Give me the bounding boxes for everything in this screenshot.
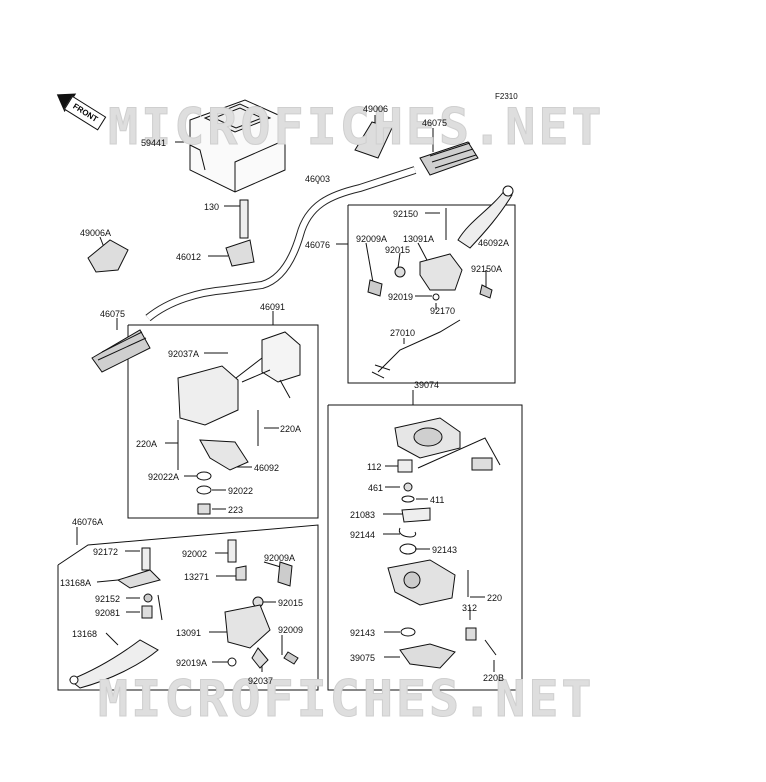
label-92150: 92150: [393, 209, 419, 219]
label-92172: 92172: [93, 547, 119, 557]
label-59441: 59441: [141, 138, 167, 148]
label-312: 312: [462, 603, 478, 613]
label-92002: 92002: [182, 549, 208, 559]
label-46076A: 46076A: [72, 517, 104, 527]
cable-27010: [377, 319, 461, 373]
label-130: 130: [204, 202, 220, 212]
label-92152: 92152: [95, 594, 121, 604]
clamp-46012: [225, 239, 255, 267]
label-46092: 46092: [254, 463, 280, 473]
lever-13168: [69, 639, 159, 689]
label-411: 411: [430, 495, 445, 505]
grip-46075-left: [91, 329, 151, 373]
label-92144: 92144: [350, 530, 376, 540]
label-49006: 49006: [363, 104, 389, 114]
label-92037: 92037: [248, 676, 274, 686]
label-220A-right: 220A: [280, 424, 302, 434]
cover-59441: [189, 99, 286, 193]
figure-code: F2310: [495, 92, 518, 101]
watermark-top: MICROFICHES.NET: [108, 98, 605, 157]
label-46075-left: 46075: [100, 309, 126, 319]
box-46091: [127, 324, 319, 519]
label-49006A: 49006A: [80, 228, 112, 238]
box-39074: [327, 404, 523, 691]
label-92009A-top: 92009A: [356, 234, 388, 244]
label-112: 112: [367, 462, 382, 472]
label-92081: 92081: [95, 608, 121, 618]
label-46091: 46091: [260, 302, 286, 312]
label-46075-right: 46075: [422, 118, 448, 128]
label-92019A: 92019A: [176, 658, 208, 668]
label-92019: 92019: [388, 292, 414, 302]
label-13091: 13091: [176, 628, 202, 638]
label-92022A: 92022A: [148, 472, 180, 482]
part-49006A: [87, 239, 129, 273]
label-92009A-bottom: 92009A: [264, 553, 296, 563]
label-39074: 39074: [414, 380, 440, 390]
bolt-130: [239, 199, 249, 239]
lever-39075: [399, 643, 456, 669]
label-46012: 46012: [176, 252, 202, 262]
label-46003: 46003: [305, 174, 331, 184]
label-21083: 21083: [350, 510, 376, 520]
grip-46075-right: [419, 141, 479, 176]
label-92009: 92009: [278, 625, 304, 635]
label-92022: 92022: [228, 486, 254, 496]
label-92143-bottom: 92143: [350, 628, 376, 638]
label-46076: 46076: [305, 240, 331, 250]
label-13168A: 13168A: [60, 578, 92, 588]
lever-46092A: [457, 189, 513, 249]
label-92015-bottom: 92015: [278, 598, 304, 608]
box-46076: [347, 204, 516, 384]
label-92170: 92170: [430, 306, 456, 316]
label-92037A: 92037A: [168, 349, 200, 359]
label-92150A: 92150A: [471, 264, 503, 274]
label-92143-top: 92143: [432, 545, 458, 555]
label-46092A: 46092A: [478, 238, 510, 248]
label-39075: 39075: [350, 653, 376, 663]
label-13091A: 13091A: [403, 234, 435, 244]
label-13271: 13271: [184, 572, 210, 582]
box-46076A: [57, 524, 319, 691]
label-92015-top: 92015: [385, 245, 411, 255]
label-461: 461: [368, 483, 384, 493]
part-49006: [354, 121, 393, 159]
label-27010: 27010: [390, 328, 416, 338]
switch-46091: [177, 365, 239, 426]
label-223: 223: [228, 505, 244, 515]
label-220A-left: 220A: [136, 439, 158, 449]
bolt-92172: [141, 547, 151, 571]
label-220: 220: [487, 593, 503, 603]
label-220B: 220B: [483, 673, 505, 683]
watermark-bottom: MICROFICHES.NET: [98, 670, 595, 729]
label-13168: 13168: [72, 629, 98, 639]
